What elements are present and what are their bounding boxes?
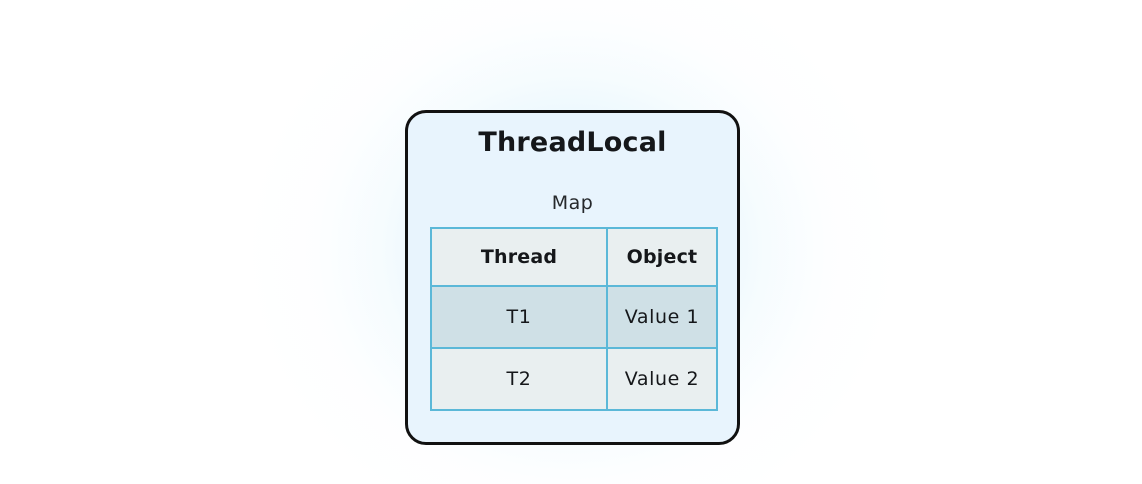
page-title: ThreadLocal	[478, 127, 667, 158]
cell-object: Value 1	[606, 285, 718, 349]
cell-thread: T2	[430, 347, 608, 411]
cell-thread: T1	[430, 285, 608, 349]
map-table: Thread Object T1 Value 1 T2 Value 2	[430, 227, 718, 411]
table-header-row: Thread Object	[430, 227, 718, 287]
threadlocal-card: ThreadLocal Map Thread Object T1 Value 1	[405, 110, 740, 445]
column-header-thread: Thread	[430, 227, 608, 287]
column-header-object: Object	[606, 227, 718, 287]
cell-object: Value 2	[606, 347, 718, 411]
table-row: T1 Value 1	[430, 285, 718, 349]
map-label: Map	[551, 192, 594, 214]
table-row: T2 Value 2	[430, 347, 718, 411]
